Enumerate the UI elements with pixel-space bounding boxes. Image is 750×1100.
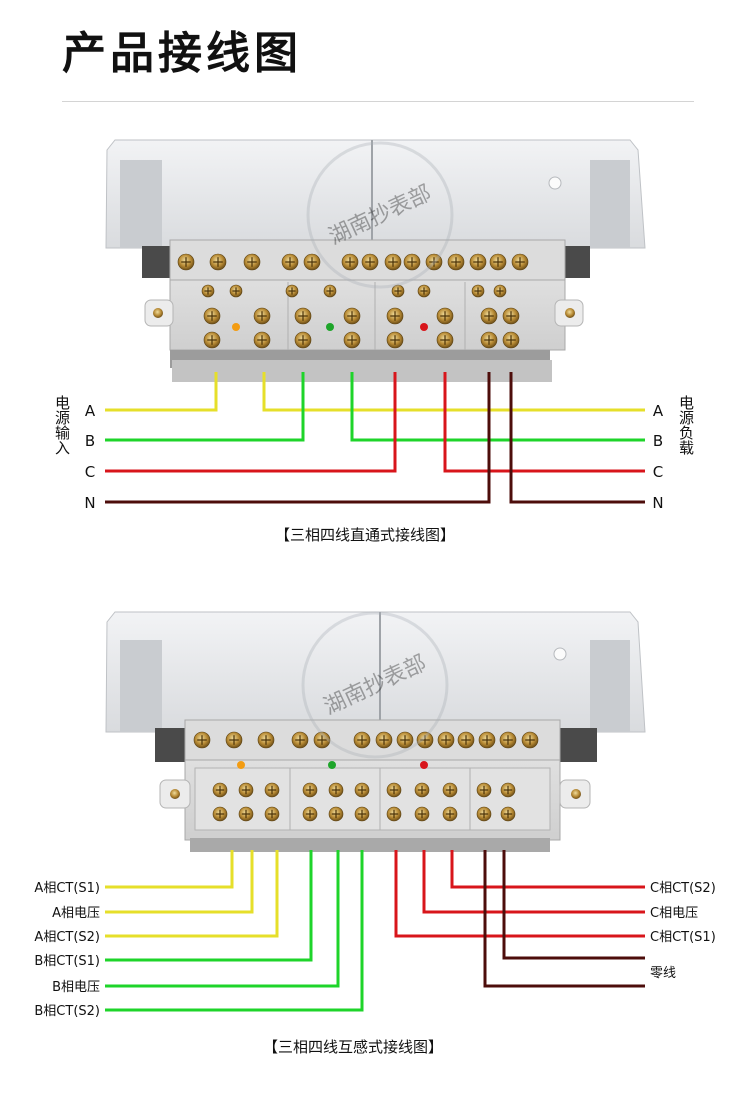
wire-b-ct-s2: [105, 850, 364, 1012]
left-line-c: C: [85, 463, 95, 481]
label-a-voltage: A相电压: [52, 906, 100, 921]
direct-wiring-diagram: 湖南抄表部 A B C N A B C N 电源输入 电源负载: [0, 120, 750, 560]
phase-c-indicator-2: [420, 761, 428, 769]
wire-a-voltage: [105, 850, 254, 914]
left-line-a: A: [85, 402, 96, 420]
wire-c-voltage: [422, 850, 645, 914]
wire-b-out: [350, 372, 645, 442]
wire-n-out: [509, 372, 645, 504]
wire-a-ct-s1: [105, 850, 234, 889]
label-neutral: 零线: [650, 966, 676, 981]
wire-c-ct-s1: [394, 850, 645, 938]
label-c-ct-s1: C相CT(S1): [650, 930, 716, 945]
phase-a-indicator-2: [237, 761, 245, 769]
phase-c-indicator: [420, 323, 428, 331]
power-load-label: 电源负载: [677, 395, 695, 456]
label-c-ct-s2: C相CT(S2): [650, 881, 716, 896]
right-line-b: B: [653, 432, 663, 450]
label-a-ct-s2: A相CT(S2): [34, 930, 100, 945]
phase-b-indicator: [326, 323, 334, 331]
label-c-voltage: C相电压: [650, 906, 698, 921]
right-line-a: A: [653, 402, 664, 420]
title-divider: [62, 101, 694, 102]
wire-a-in: [105, 372, 218, 412]
direct-wiring-svg: 湖南抄表部 A B C N A B C N 电源输入 电源负载: [53, 139, 695, 512]
terminal-screws: [177, 253, 529, 349]
page-title: 产品接线图: [62, 28, 302, 79]
label-b-voltage: B相电压: [52, 980, 100, 995]
label-b-ct-s1: B相CT(S1): [34, 954, 100, 969]
wire-c-in: [105, 372, 397, 473]
right-line-n: N: [652, 494, 663, 512]
wire-a-out: [262, 372, 645, 412]
wire-b-in: [105, 372, 305, 442]
ct-wiring-caption: 【三相四线互感式接线图】: [263, 1038, 444, 1056]
wires-ct: [105, 850, 645, 1012]
wires-direct: [105, 372, 645, 504]
ct-wiring-svg: 湖南抄表部 A相CT(S1) A相电压 A相CT(S2) B相CT(S1) B相…: [34, 611, 716, 1019]
label-b-ct-s2: B相CT(S2): [34, 1004, 100, 1019]
wire-c-ct-s2: [450, 850, 645, 889]
wire-a-ct-s2: [105, 850, 279, 938]
right-line-c: C: [653, 463, 663, 481]
phase-b-indicator-2: [328, 761, 336, 769]
left-line-n: N: [84, 494, 95, 512]
meter-body-2: [105, 611, 646, 733]
right-bracket-shadow-2: [555, 728, 597, 762]
wire-neutral-1: [502, 850, 645, 960]
wire-b-voltage: [105, 850, 340, 988]
wire-neutral-2: [483, 850, 645, 988]
wire-n-in: [105, 372, 491, 504]
ct-wiring-diagram: 湖南抄表部 A相CT(S1) A相电压 A相CT(S2) B相CT(S1) B相…: [0, 600, 750, 1040]
power-input-label: 电源输入: [53, 395, 71, 455]
wire-c-out: [443, 372, 645, 473]
label-a-ct-s1: A相CT(S1): [34, 881, 100, 896]
direct-wiring-caption: 【三相四线直通式接线图】: [275, 526, 456, 544]
wire-b-ct-s1: [105, 850, 313, 962]
meter-body: [105, 139, 646, 249]
terminal-screws-2: [193, 731, 539, 822]
left-line-b: B: [85, 432, 95, 450]
phase-a-indicator: [232, 323, 240, 331]
